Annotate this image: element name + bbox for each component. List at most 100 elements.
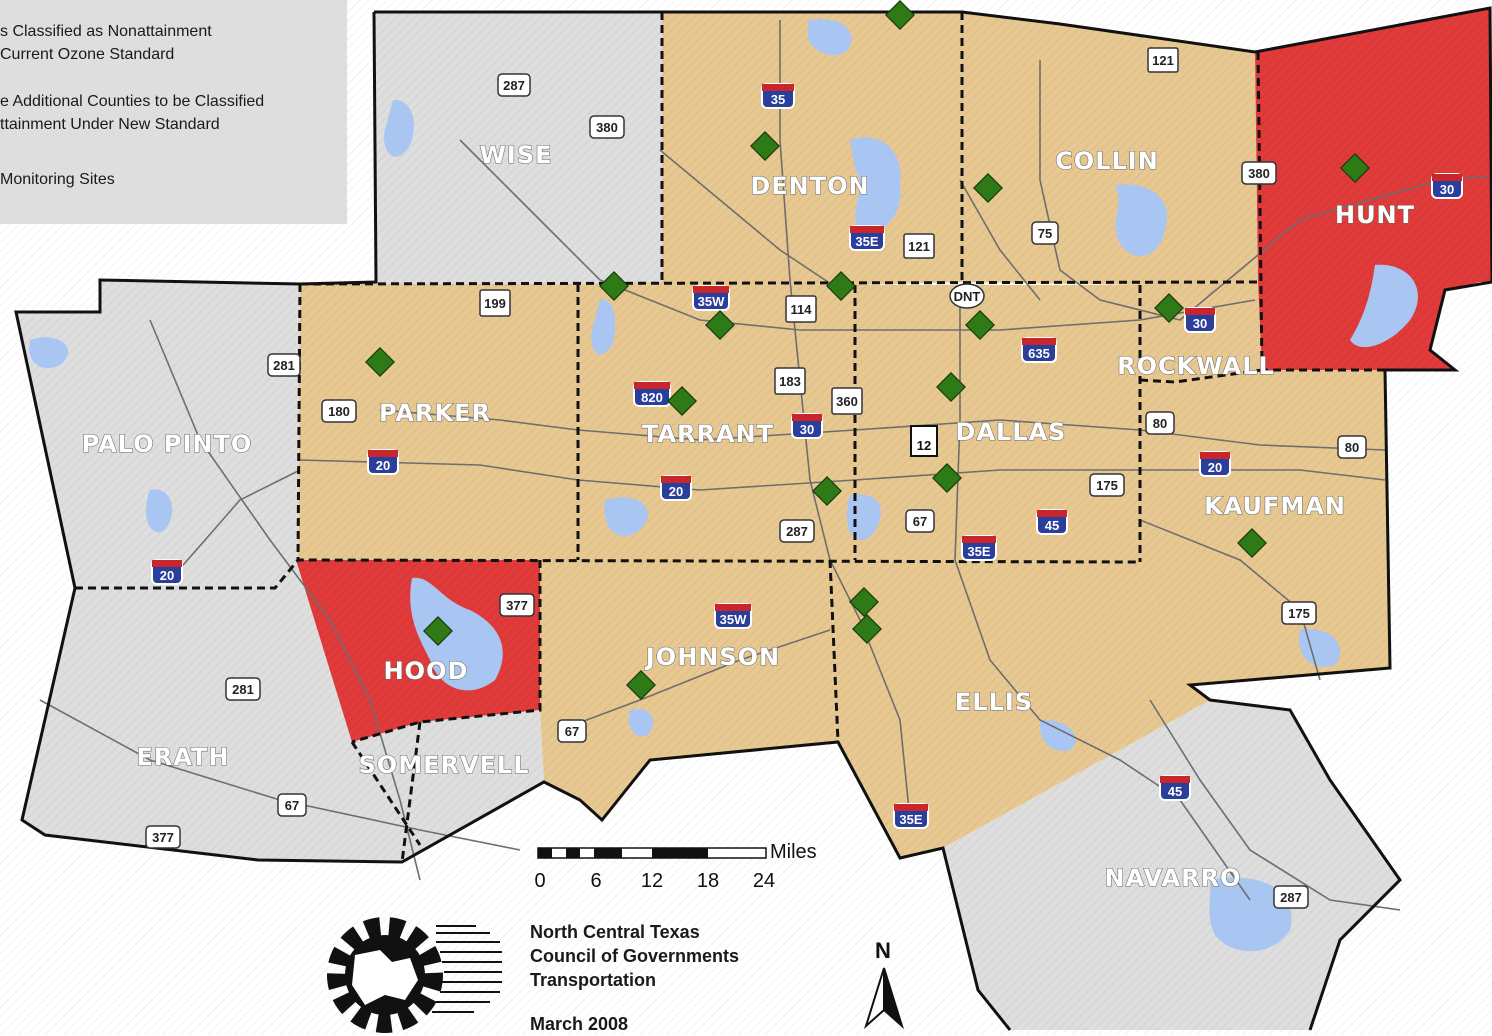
shield-label: 35E: [967, 544, 990, 559]
shield-us281-south: 281: [225, 677, 261, 701]
north-arrow: N: [863, 938, 905, 1030]
shield-label: 287: [786, 524, 808, 539]
legend-item-1-line-2: Current Ozone Standard: [0, 46, 175, 63]
shield-i35: 35: [761, 83, 795, 109]
shield-i635: 635: [1021, 337, 1057, 363]
shield-us67-erath: 67: [277, 793, 307, 817]
shield-i35e-north: 35E: [849, 225, 885, 251]
shield-label: 35W: [698, 294, 725, 309]
shield-i20-kaufman: 20: [1199, 451, 1231, 477]
monitor-site: [965, 310, 995, 340]
county-labels: WISE DENTON COLLIN HUNT PALO PINTO PARKE…: [81, 140, 1415, 892]
shield-label: 281: [273, 358, 295, 373]
shield-label: 377: [506, 598, 528, 613]
shield-label: 35W: [720, 612, 747, 627]
shield-i20-parker: 20: [367, 449, 399, 475]
shield-us287-tarrant: 287: [779, 519, 815, 543]
scale-tick: 18: [697, 870, 719, 892]
shield-label: 377: [152, 830, 174, 845]
shield-us377-erath: 377: [145, 825, 181, 849]
shield-i35w-johnson: 35W: [714, 603, 752, 629]
shield-i35e-dallas: 35E: [961, 535, 997, 561]
shield-label: 20: [669, 484, 683, 499]
county-label-hunt: HUNT: [1335, 201, 1415, 229]
shield-i35e-ellis: 35E: [893, 803, 929, 829]
nctcog-logo: [327, 917, 502, 1033]
shield-label: 175: [1288, 606, 1310, 621]
shield-us287-navarro: 287: [1273, 885, 1309, 909]
shield-sh360: 360: [831, 387, 863, 415]
shield-label: 35E: [855, 234, 878, 249]
monitoring-sites: [365, 0, 1370, 700]
shield-label: 30: [1440, 182, 1454, 197]
shield-label: 45: [1168, 784, 1182, 799]
county-boundaries: [75, 12, 1385, 863]
shield-label: 635: [1028, 346, 1050, 361]
scale-unit: Miles: [770, 841, 817, 863]
shield-dnt: DNT: [949, 283, 985, 309]
shield-label: 35E: [899, 812, 922, 827]
county-label-hood: HOOD: [384, 657, 469, 685]
monitor-site: [423, 616, 453, 646]
monitor-site: [750, 131, 780, 161]
county-label-parker: PARKER: [379, 399, 491, 427]
monitor-site: [932, 463, 962, 493]
shield-label: DNT: [954, 289, 981, 304]
county-label-dallas: DALLAS: [956, 418, 1067, 446]
monitor-site: [1340, 153, 1370, 183]
shield-us80-kaufman: 80: [1337, 435, 1367, 459]
north-label: N: [875, 938, 891, 963]
monitor-site: [365, 347, 395, 377]
shield-us199: 199: [479, 289, 511, 317]
shield-label: 199: [484, 296, 506, 311]
county-label-collin: COLLIN: [1055, 147, 1159, 175]
shield-i20-palo-pinto: 20: [151, 559, 183, 585]
lakes: [29, 19, 1418, 952]
shield-label: 67: [565, 724, 579, 739]
shield-us75: 75: [1031, 221, 1059, 245]
monitor-site: [812, 476, 842, 506]
shield-label: 121: [1152, 53, 1174, 68]
shield-us380-collin: 380: [1241, 161, 1277, 185]
shield-label: 12: [917, 438, 931, 453]
shield-label: 183: [779, 374, 801, 389]
shield-label: 20: [1208, 460, 1222, 475]
shield-label: 180: [328, 404, 350, 419]
shield-label: 30: [800, 422, 814, 437]
monitor-site: [599, 271, 629, 301]
shield-i30-tarrant: 30: [791, 413, 823, 439]
shield-label: 67: [913, 514, 927, 529]
shield-i35w-north: 35W: [692, 285, 730, 311]
monitor-site: [936, 372, 966, 402]
shield-i30-rockwall: 30: [1184, 307, 1216, 333]
shield-label: 121: [908, 239, 930, 254]
shield-label: 35: [771, 92, 785, 107]
shield-label: 360: [836, 394, 858, 409]
monitor-site: [1154, 293, 1184, 323]
county-label-navarro: NAVARRO: [1105, 864, 1242, 892]
shield-label: 80: [1345, 440, 1359, 455]
shield-label: 67: [285, 798, 299, 813]
shield-sh114: 114: [785, 295, 817, 323]
monitor-site: [626, 670, 656, 700]
monitor-site: [973, 173, 1003, 203]
shield-label: 20: [376, 458, 390, 473]
scale-bar: Miles 0 6 12 18 24: [534, 841, 816, 892]
shield-us287-wise: 287: [497, 73, 531, 97]
shield-label: 380: [1248, 166, 1270, 181]
shield-label: 20: [160, 568, 174, 583]
shield-sh121-collin: 121: [1147, 47, 1179, 73]
shield-i45-dallas: 45: [1036, 509, 1068, 535]
shield-label: 820: [641, 390, 663, 405]
monitor-site: [667, 386, 697, 416]
county-label-ellis: ELLIS: [955, 688, 1033, 716]
shield-us67-dallas: 67: [905, 509, 935, 533]
county-label-rockwall: ROCKWALL: [1117, 352, 1275, 380]
shield-us67-johnson: 67: [557, 719, 587, 743]
credit-org-line-2: Council of Governments: [530, 946, 740, 966]
shield-i20-tarrant: 20: [660, 475, 692, 501]
shield-label: 114: [791, 302, 813, 317]
monitor-site: [826, 271, 856, 301]
legend-item-3-line-1: Monitoring Sites: [0, 171, 115, 188]
shield-us175-kaufman: 175: [1281, 601, 1317, 625]
